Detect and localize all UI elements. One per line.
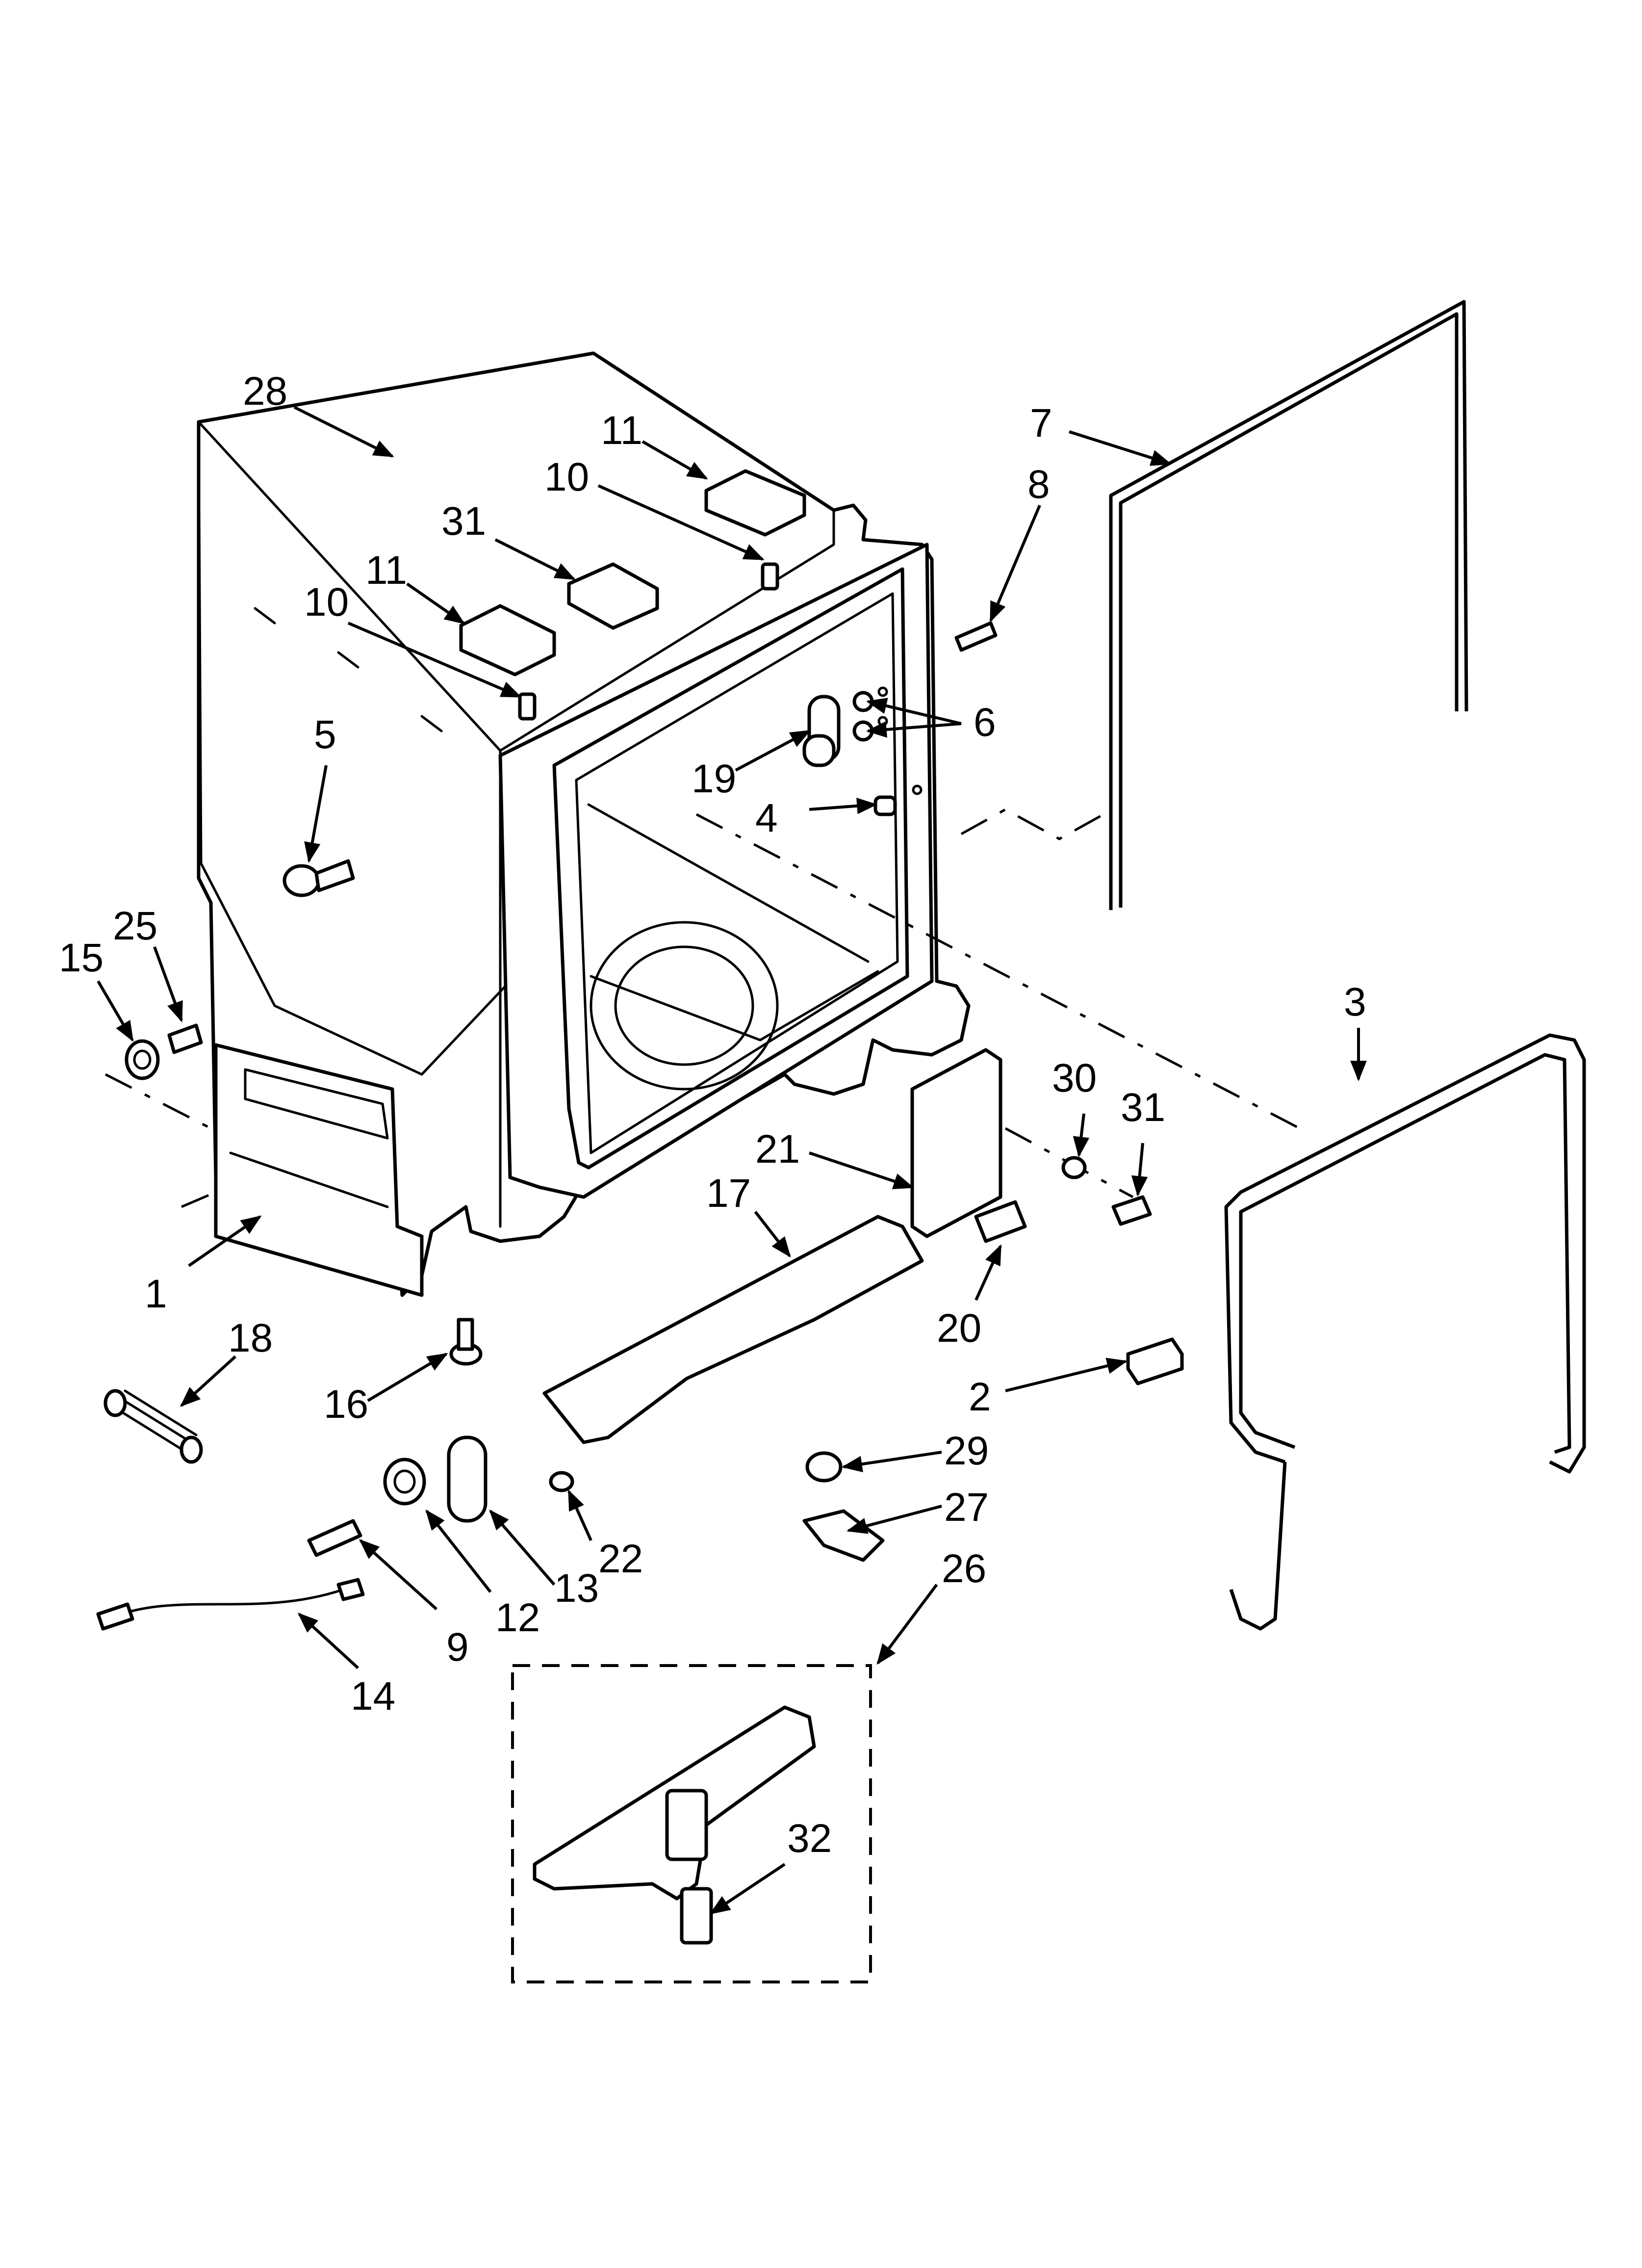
washer-30 [1061, 1156, 1087, 1179]
callout-17: 17 [706, 1171, 751, 1216]
callout-16: 16 [324, 1382, 368, 1427]
knob-28 [805, 1451, 843, 1483]
screw-top-left [518, 692, 537, 721]
bumper-5 [282, 859, 355, 897]
callout-28: 29 [944, 1429, 989, 1473]
callout-11-lower: 11 [365, 548, 407, 593]
tub-gasket-3 [1224, 1033, 1586, 1631]
assembly-25-group [511, 1664, 872, 1983]
screw-8 [954, 621, 998, 652]
screw-31 [1111, 1195, 1152, 1226]
ground-wire-14 [96, 1578, 365, 1631]
screw-20 [974, 1200, 1027, 1243]
screw-24 [167, 1023, 203, 1054]
callout-24: 25 [113, 904, 157, 948]
callout-18: 18 [228, 1316, 273, 1360]
clip-2 [1126, 1337, 1184, 1385]
callout-4: 4 [755, 796, 778, 840]
callout-12: 12 [495, 1595, 540, 1640]
door-strike-19 [802, 695, 841, 767]
hinge-bracket-left [459, 604, 556, 677]
callout-31: 31 [1121, 1085, 1165, 1130]
callout-19: 19 [692, 756, 736, 801]
callout-13: 13 [554, 1566, 599, 1611]
screw-22 [549, 1471, 574, 1492]
callout-22: 22 [598, 1537, 643, 1581]
callout-9: 9 [446, 1625, 469, 1669]
callout-30: 30 [1052, 1056, 1097, 1100]
bracket-27 [802, 1509, 885, 1562]
leveling-foot-15 [125, 1039, 160, 1080]
callout-29: 31 [441, 499, 486, 544]
callout-26: 28 [243, 369, 287, 414]
leader-lines [97, 406, 1367, 1915]
callout-5: 5 [314, 712, 336, 757]
callout-32: 32 [787, 1816, 832, 1861]
screw-9 [307, 1519, 362, 1557]
callout-25: 26 [942, 1546, 986, 1591]
callout-14: 14 [351, 1674, 395, 1719]
callout-10-lower: 10 [304, 580, 349, 625]
callout-2: 2 [969, 1375, 991, 1419]
callout-labels: 28 11 10 31 11 10 5 7 8 6 19 4 3 15 25 3… [59, 369, 1366, 1861]
callout-27: 27 [944, 1485, 989, 1530]
clip-29 [567, 562, 659, 630]
callout-3: 3 [1344, 980, 1366, 1024]
spring-18 [103, 1389, 203, 1464]
screw-16 [449, 1318, 483, 1366]
bracket-21 [910, 1048, 1002, 1238]
door-gasket-7 [1109, 300, 1468, 910]
screw-top-right [761, 562, 779, 591]
callout-8: 8 [1027, 462, 1050, 507]
callout-20: 20 [937, 1306, 981, 1351]
shield-17 [542, 1215, 924, 1444]
callout-6: 6 [974, 700, 996, 745]
callout-1: 1 [145, 1272, 167, 1316]
callout-15: 15 [59, 936, 103, 980]
wheel-12 [383, 1458, 426, 1506]
callout-10-upper: 10 [544, 455, 589, 499]
callout-11-upper: 11 [601, 408, 642, 453]
callout-21: 21 [755, 1127, 800, 1172]
hinge-bracket-upper [704, 469, 806, 537]
bracket-13 [447, 1435, 487, 1523]
callout-7: 7 [1030, 401, 1052, 445]
